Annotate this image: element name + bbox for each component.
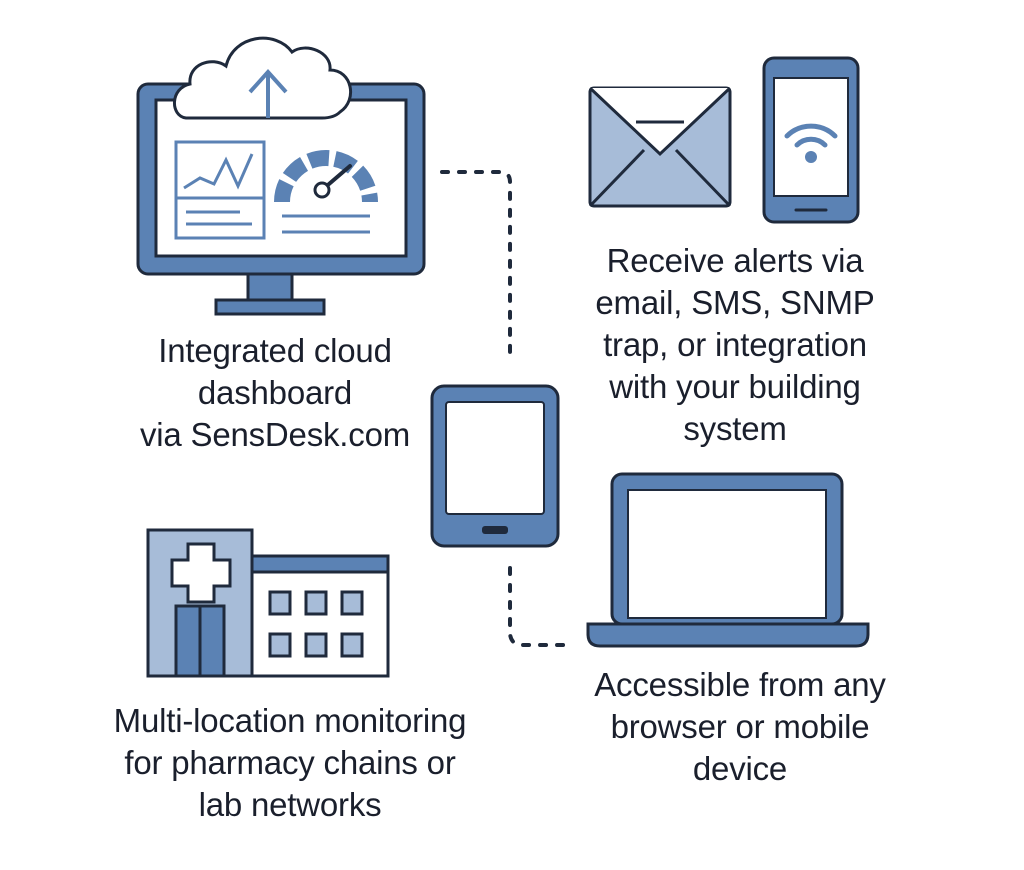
caption-alerts: Receive alerts via email, SMS, SNMP trap… [595,242,875,447]
smartphone-wifi-icon [762,56,860,224]
envelope-icon [588,86,732,208]
cloud-monitor-icon [136,36,426,316]
hospital-building-icon [146,528,390,678]
caption-multi-location: Multi-location monitoring for pharmacy c… [113,702,467,823]
laptop-icon [586,472,870,648]
caption-cloud-dashboard: Integrated cloud dashboard via SensDesk.… [139,332,411,453]
dotted-connector-bottom [508,566,567,647]
dotted-connector-top [440,170,512,364]
tablet-icon [430,384,560,548]
caption-accessible-anywhere: Accessible from any browser or mobile de… [594,666,886,787]
